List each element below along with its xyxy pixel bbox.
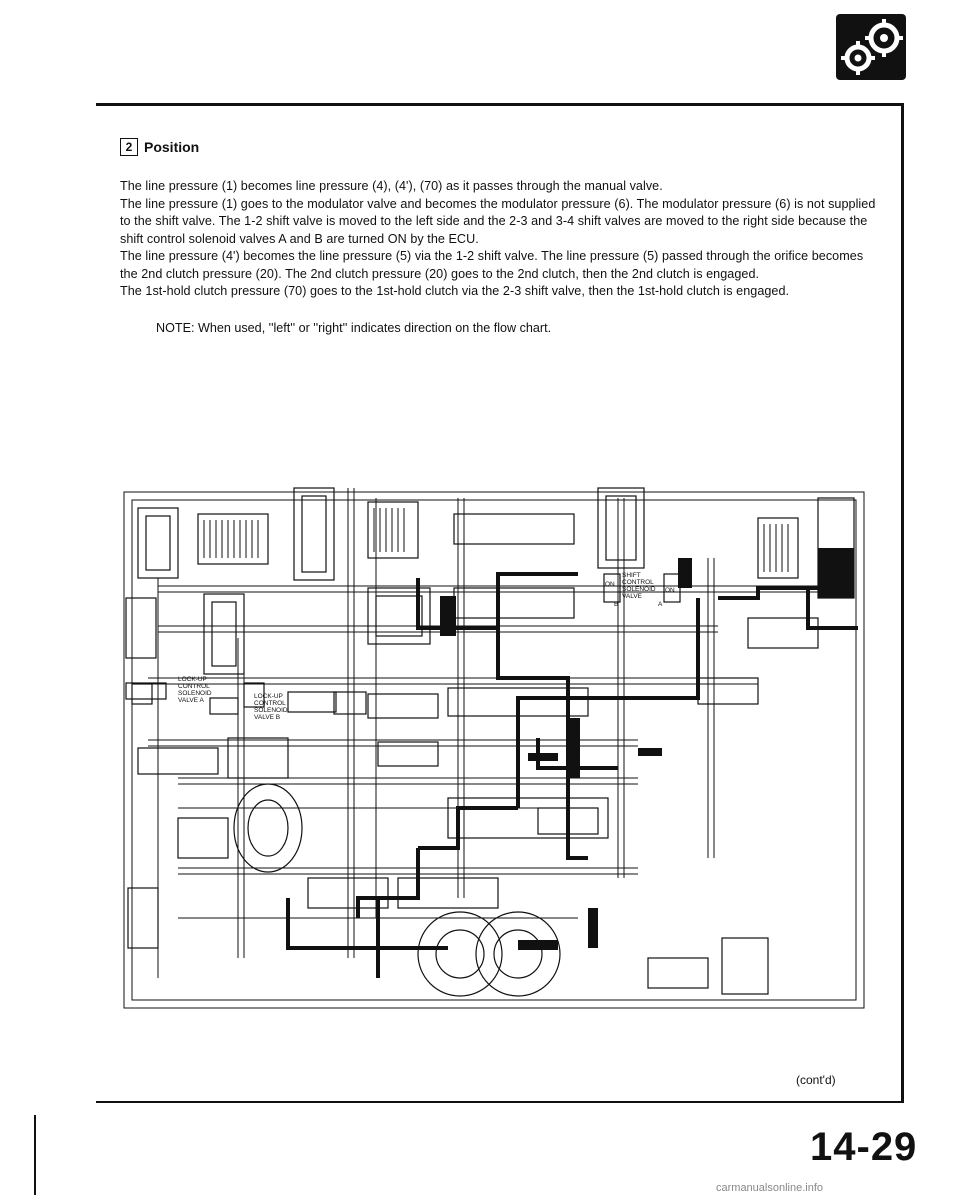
position-number-box: 2 <box>120 138 138 156</box>
lockup-a-label-line-4: VALVE A <box>178 697 204 704</box>
note-text: NOTE: When used, ''left'' or ''right'' i… <box>156 320 552 335</box>
lockup-b-label-line-3: SOLENOID <box>254 707 288 714</box>
shift-solenoid-label-line-3: SOLENOID <box>622 586 656 593</box>
paragraph-3: The line pressure (4') becomes the line … <box>120 249 864 281</box>
footer-watermark: carmanualsonline.info <box>716 1182 824 1194</box>
shift-solenoid-label-line-1: SHIFT <box>622 572 641 579</box>
lockup-b-label-line-1: LOCK-UP <box>254 693 283 700</box>
top-rule <box>96 103 904 106</box>
page-number: 14-29 <box>810 1125 918 1169</box>
solenoid-b-on-label: ON <box>605 581 615 588</box>
paragraph-1: The line pressure (1) becomes line press… <box>120 179 663 193</box>
right-frame-line <box>901 103 904 1103</box>
hydraulic-flow-diagram: LOCK-UP CONTROL SOLENOID VALVE A LOCK-UP… <box>123 487 865 1009</box>
left-margin-line <box>34 1115 36 1195</box>
paragraph-4: The 1st-hold clutch pressure (70) goes t… <box>120 284 790 298</box>
solenoid-a-letter: A <box>658 601 663 608</box>
solenoid-b-letter: B <box>614 601 618 608</box>
lockup-a-label-line-1: LOCK-UP <box>178 676 207 683</box>
solenoid-a-on-label: ON <box>665 587 675 594</box>
section-title: Position <box>144 139 200 155</box>
content-area: 2 Position The line pressure (1) becomes… <box>120 138 880 335</box>
bottom-rule <box>96 1101 904 1103</box>
lockup-a-label-line-2: CONTROL <box>178 683 210 690</box>
lockup-b-label-line-2: CONTROL <box>254 700 286 707</box>
lockup-a-label-line-3: SOLENOID <box>178 690 212 697</box>
shift-solenoid-label-line-4: VALVE <box>622 593 643 600</box>
section-heading: 2 Position <box>120 138 880 156</box>
transmission-logo-icon <box>836 14 906 80</box>
shift-solenoid-label-line-2: CONTROL <box>622 579 654 586</box>
continued-note: (cont'd) <box>796 1073 836 1087</box>
paragraph-2: The line pressure (1) goes to the modula… <box>120 196 876 246</box>
lockup-b-label-line-4: VALVE B <box>254 714 280 721</box>
